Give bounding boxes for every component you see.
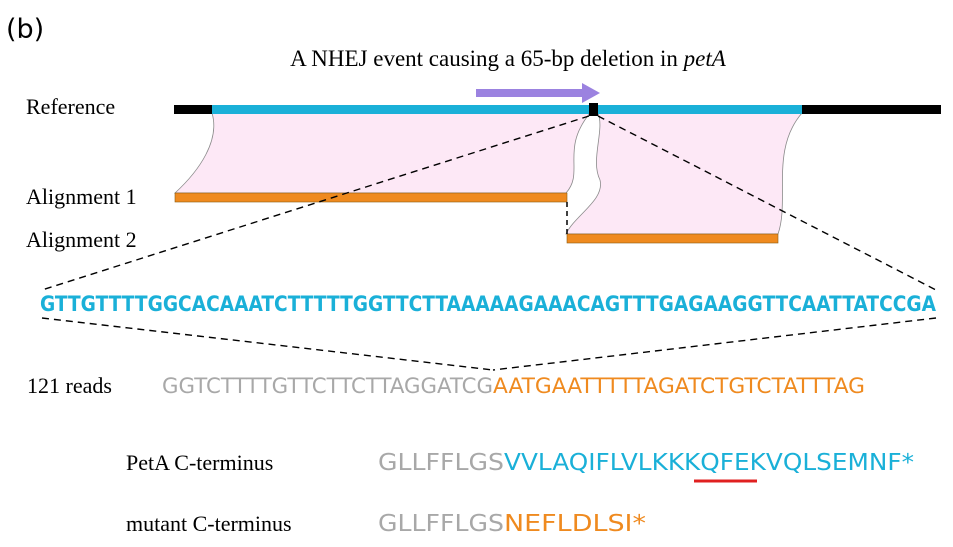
- deletion-site-marker: [589, 103, 598, 116]
- alignment2-bar: [566, 233, 779, 244]
- alignment1-label: Alignment 1: [26, 184, 137, 209]
- reads-left-sequence: GGTCTTTTGTTCTTCTTAGGATCG: [162, 374, 493, 398]
- wildtype-variable-residues: VVLAQIFLVLKKKQFEKVQLSEMNF*: [504, 450, 914, 476]
- collapse-line-left: [41, 317, 494, 371]
- mutant-conserved-residues: GLLFFLGS: [378, 511, 504, 537]
- figure-title: A NHEJ event causing a 65-bp deletion in…: [290, 46, 727, 71]
- title-gene: petA: [682, 46, 727, 71]
- alignment2-label: Alignment 2: [26, 227, 137, 252]
- alignment2-ribbon: [565, 112, 803, 235]
- alignment1-bar: [174, 192, 568, 203]
- title-prefix: A NHEJ event causing a 65-bp deletion in: [290, 46, 683, 71]
- reference-sequence: GTTGTTTTGGCACAAATCTTTTTGGTTCTTAAAAAGAAAC…: [40, 292, 936, 317]
- reference-gene-region-left: [212, 105, 592, 114]
- wildtype-conserved-residues: GLLFFLGS: [378, 450, 504, 476]
- reads-right-sequence: AATGAATTTTTAGATCTGTCTATTTAG: [493, 374, 865, 398]
- collapse-line-right: [492, 317, 937, 371]
- mutant-variable-residues: NEFLDLSI*: [504, 511, 646, 537]
- gene-direction-arrow: [476, 83, 600, 103]
- reference-line-left: [174, 105, 214, 114]
- zoom-line-right: [597, 115, 937, 291]
- panel-label: (b): [6, 14, 44, 45]
- reference-label: Reference: [26, 94, 115, 119]
- reference-line-right: [800, 105, 941, 114]
- reference-gene-region-right: [598, 105, 802, 114]
- mutant-peptide-label: mutant C-terminus: [126, 511, 292, 536]
- reads-label: 121 reads: [27, 373, 112, 398]
- wildtype-peptide-label: PetA C-terminus: [126, 450, 273, 475]
